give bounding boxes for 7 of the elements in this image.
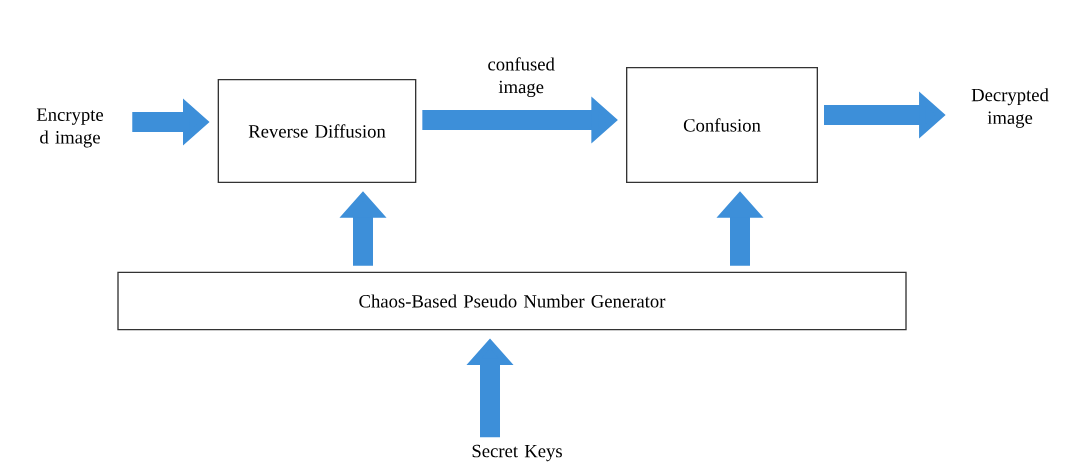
text-label: Secret Keys bbox=[472, 444, 562, 462]
text-label: Encrypte d image bbox=[36, 108, 104, 148]
process-box: Chaos-Based Pseudo Number Generator bbox=[117, 271, 907, 331]
process-box: Confusion bbox=[626, 67, 818, 183]
edge-label: confused image bbox=[473, 55, 570, 99]
process-box: Reverse Diffusion bbox=[217, 79, 417, 183]
text-label: Decrypted image bbox=[971, 88, 1049, 128]
